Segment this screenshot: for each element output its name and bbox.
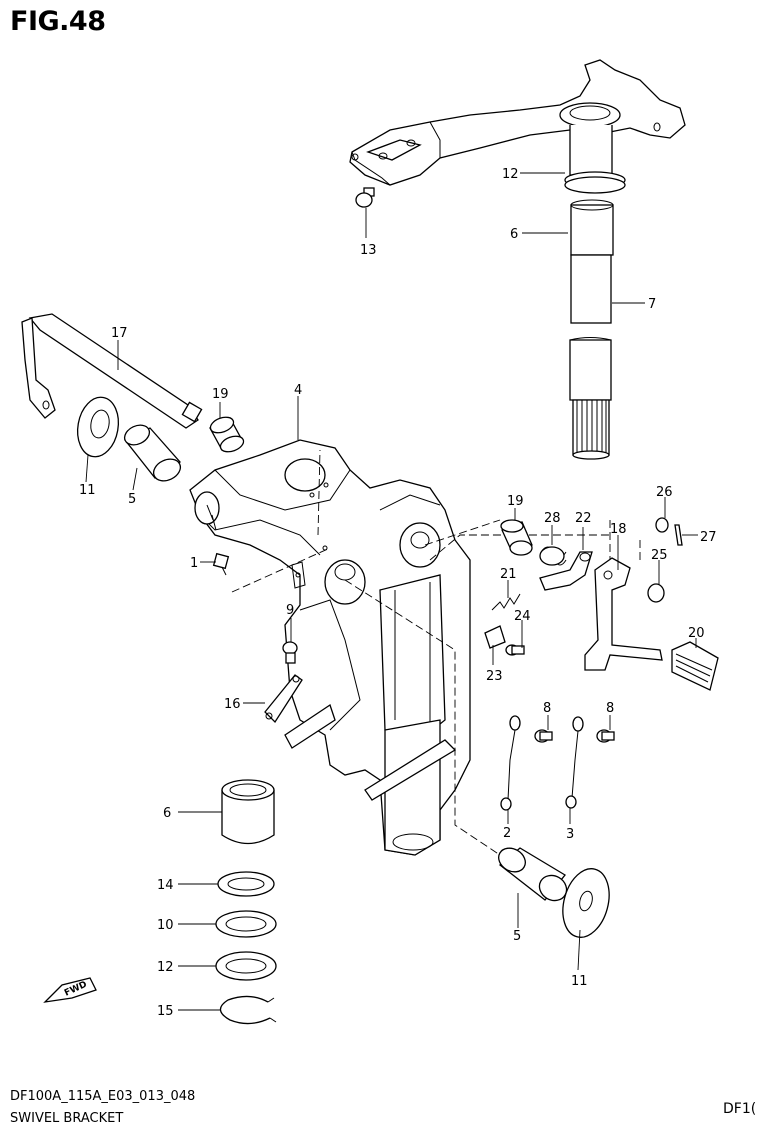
callout-25: 25 — [651, 548, 668, 563]
callout-7: 7 — [648, 297, 656, 312]
collar-25[interactable] — [647, 583, 665, 603]
steering-bracket[interactable] — [349, 59, 686, 186]
tilt-lever-18[interactable] — [584, 557, 663, 671]
callout-28: 28 — [544, 511, 561, 526]
screw-24[interactable] — [505, 644, 525, 656]
callout-5-right: 5 — [513, 929, 521, 944]
callout-6-upper: 6 — [510, 227, 518, 242]
steering-shaft[interactable] — [564, 125, 626, 460]
bushing-19-left[interactable] — [208, 414, 245, 454]
callout-22: 22 — [575, 511, 592, 526]
callout-1: 1 — [190, 556, 198, 571]
assembly-line-18 — [429, 534, 610, 561]
assembly-line-5 — [344, 579, 501, 856]
bolt-8-right[interactable] — [596, 729, 615, 743]
callout-26: 26 — [656, 485, 673, 500]
callout-14: 14 — [157, 878, 174, 893]
bolt-13[interactable] — [355, 187, 375, 208]
callout-13: 13 — [360, 243, 377, 258]
drawing-reference-code: DF100A_115A_E03_013_048 — [10, 1089, 196, 1104]
assembly-line-19 — [424, 519, 501, 546]
callout-3: 3 — [566, 827, 574, 842]
callout-21: 21 — [500, 567, 517, 582]
callout-11-left: 11 — [79, 483, 96, 498]
assembly-name: SWIVEL BRACKET — [10, 1111, 124, 1126]
bushing-6-lower[interactable] — [221, 779, 275, 845]
callout-12-upper: 12 — [502, 167, 519, 182]
bolt-1[interactable] — [212, 552, 230, 576]
swivel-bracket-4[interactable] — [189, 439, 471, 856]
spring-28[interactable] — [539, 546, 567, 566]
washer-12-lower[interactable] — [215, 951, 277, 981]
callout-20: 20 — [688, 626, 705, 641]
callout-2: 2 — [503, 826, 511, 841]
callout-8-right: 8 — [606, 701, 614, 716]
callout-8-left: 8 — [543, 701, 551, 716]
ground-wire-2[interactable] — [500, 715, 521, 811]
callout-16: 16 — [224, 697, 241, 712]
bolt-8-left[interactable] — [534, 729, 553, 743]
bracket-16[interactable] — [264, 674, 303, 724]
callout-11-right: 11 — [571, 974, 588, 989]
spring-21[interactable] — [491, 593, 521, 611]
washer-11-right[interactable] — [556, 863, 617, 942]
lever-22[interactable] — [539, 551, 593, 591]
callout-12-lower: 12 — [157, 960, 174, 975]
figure-title: FIG.48 — [10, 6, 106, 37]
washer-14[interactable] — [217, 871, 275, 897]
callout-9: 9 — [286, 603, 294, 618]
bolt-9[interactable] — [282, 641, 298, 664]
circlip-15[interactable] — [219, 995, 277, 1025]
callout-10: 10 — [157, 918, 174, 933]
callout-17: 17 — [111, 326, 128, 341]
pin-27[interactable] — [674, 524, 683, 546]
callout-27: 27 — [700, 530, 717, 545]
ground-wire-3[interactable] — [565, 716, 584, 809]
washer-11-left[interactable] — [73, 394, 123, 460]
assembly-line-1 — [231, 547, 331, 593]
assembly-line-4 — [317, 449, 321, 536]
callout-19-left: 19 — [212, 387, 229, 402]
callout-18: 18 — [610, 522, 627, 537]
washer-10[interactable] — [215, 910, 277, 938]
callout-6-lower: 6 — [163, 806, 171, 821]
callout-19-right: 19 — [507, 494, 524, 509]
leader-lines — [85, 172, 698, 1011]
grip-20[interactable] — [671, 641, 719, 691]
washer-26[interactable] — [655, 517, 669, 533]
callout-23: 23 — [486, 669, 503, 684]
callout-15: 15 — [157, 1004, 174, 1019]
model-reference-truncated: DF1( — [723, 1101, 757, 1117]
bushing-19-right[interactable] — [500, 519, 533, 556]
callout-5-left: 5 — [128, 492, 136, 507]
bushing-5-left[interactable] — [121, 421, 184, 485]
bushing-5-right[interactable] — [494, 843, 571, 905]
tilt-lock-lever-17[interactable] — [21, 313, 203, 429]
fwd-arrow-icon: FWD — [43, 977, 97, 1003]
callout-24: 24 — [514, 609, 531, 624]
callout-4: 4 — [294, 383, 302, 398]
plate-23[interactable] — [484, 625, 506, 649]
